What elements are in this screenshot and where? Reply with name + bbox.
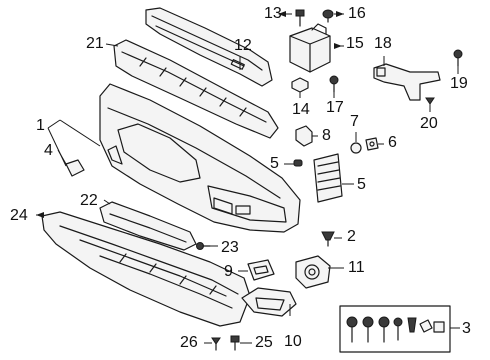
- callout-9: 9: [224, 263, 233, 280]
- callout-3: 3: [462, 320, 471, 337]
- callout-7: 7: [350, 113, 359, 130]
- bracket-part-8: [295, 125, 313, 147]
- callout-12: 12: [234, 37, 252, 54]
- callout-19: 19: [450, 75, 468, 92]
- callout-11: 11: [348, 259, 365, 276]
- energy-absorber-part: [113, 39, 279, 139]
- callout-16: 16: [348, 5, 366, 22]
- callout-8: 8: [322, 127, 331, 144]
- callout-14: 14: [292, 101, 310, 118]
- screw-part-20: [425, 97, 435, 105]
- callout-6: 6: [388, 134, 397, 151]
- leader-lines: [36, 11, 460, 344]
- callout-13: 13: [264, 5, 282, 22]
- impact-block-part: [289, 23, 331, 73]
- callout-21: 21: [86, 35, 104, 52]
- clip-part-5: [293, 159, 303, 167]
- cover-bracket-part: [241, 287, 297, 317]
- control-module-part: [313, 153, 343, 203]
- hardware-fasteners: [346, 316, 445, 343]
- callout-2: 2: [347, 228, 356, 245]
- callout-22: 22: [80, 192, 98, 209]
- callout-5-module: 5: [357, 176, 366, 193]
- callout-26: 26: [180, 334, 198, 351]
- callout-1: 1: [36, 117, 45, 134]
- callout-20: 20: [420, 115, 438, 132]
- bracket-part-18: [373, 63, 441, 101]
- hardware-kit-box: [339, 305, 451, 353]
- callout-24: 24: [10, 207, 28, 224]
- callout-5-clip: 5: [270, 155, 279, 172]
- splash-shield-part: [41, 211, 251, 327]
- bolt-part-13: [295, 9, 305, 27]
- nut-part-14: [291, 77, 309, 93]
- lamp-housing-part: [295, 255, 331, 289]
- clip-part-25: [230, 335, 240, 351]
- insert-part-9: [247, 259, 275, 281]
- callout-17: 17: [326, 99, 344, 116]
- bolt-part-17: [329, 75, 339, 93]
- callout-4: 4: [44, 142, 53, 159]
- bolt-part-23: [196, 242, 211, 250]
- lower-valance-part: [99, 201, 197, 251]
- callout-15: 15: [346, 35, 364, 52]
- callout-10: 10: [284, 333, 302, 350]
- callout-18: 18: [374, 35, 392, 52]
- clip-part-19: [453, 49, 463, 67]
- bracket-part-4: [65, 159, 85, 177]
- clip-part-16: [322, 9, 334, 23]
- bumper-cover-part: [99, 83, 301, 233]
- sensor-part-7: [350, 142, 362, 154]
- clip-part-26: [211, 337, 221, 351]
- clip-part-2: [321, 231, 335, 247]
- callout-23: 23: [221, 239, 239, 256]
- sensor-part-6: [365, 137, 379, 151]
- callout-25: 25: [255, 334, 273, 351]
